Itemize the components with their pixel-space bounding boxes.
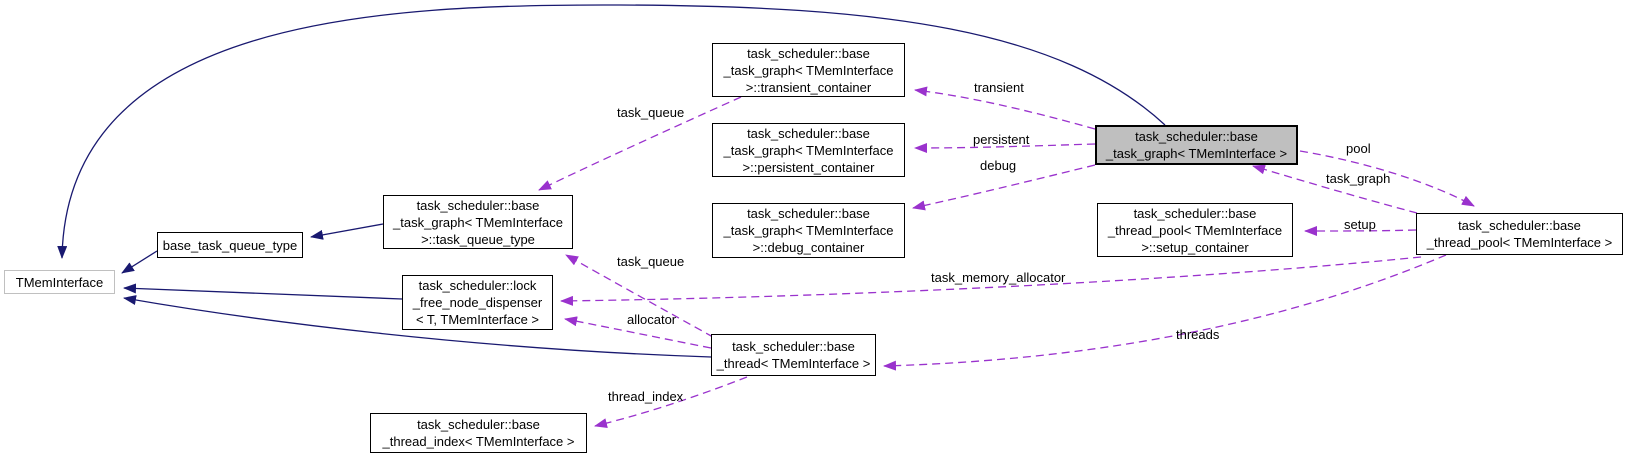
node-label: _task_graph< TMemInterface (723, 62, 894, 78)
edge-inherit-base-task-queue-type-tmeminterface (121, 250, 158, 274)
edge-label-task-queue-bottom: task_queue (617, 254, 685, 269)
edge-label-debug: debug (980, 158, 1017, 173)
node-label: _task_graph< TMemInterface (723, 223, 894, 238)
node-label: _task_graph< TMemInterface > (1105, 146, 1288, 161)
node-label: _task_graph< TMemInterface (393, 214, 563, 230)
node-task-queue-type[interactable]: task_scheduler::base _task_graph< TMemIn… (383, 195, 573, 249)
node-tmeminterface: TMemInterface (4, 270, 115, 294)
edge-label-persistent: persistent (973, 132, 1030, 147)
node-label: >::persistent_container (742, 159, 875, 175)
node-label: < T, TMemInterface > (415, 312, 540, 327)
edge-usage-threads (883, 254, 1447, 371)
node-label: _thread_pool< TMemInterface > (1426, 235, 1613, 250)
edge-label-pool: pool (1346, 141, 1371, 156)
edge-usage-persistent (914, 142, 1096, 153)
node-lock-free-node-dispenser[interactable]: task_scheduler::lock _free_node_dispense… (402, 275, 553, 330)
edge-label-setup: setup (1344, 217, 1376, 232)
node-label: _free_node_dispenser (412, 295, 543, 310)
node-label: task_scheduler::lock (418, 278, 537, 293)
edge-label-task-queue-top: task_queue (617, 105, 685, 120)
node-label: _thread< TMemInterface > (716, 356, 871, 371)
edge-usage-thread-index (594, 376, 748, 428)
node-label: task_scheduler::base (1458, 218, 1581, 233)
edge-usage-allocator (564, 316, 712, 349)
edge-usage-transient (914, 86, 1096, 130)
node-base-thread-index[interactable]: task_scheduler::base _thread_index< TMem… (370, 413, 587, 453)
edge-usage-task-memory-allocator (560, 256, 1422, 306)
edge-usage-debug (912, 164, 1096, 211)
node-task-graph-current: task_scheduler::base _task_graph< TMemIn… (1095, 125, 1298, 165)
node-label: _task_graph< TMemInterface (723, 142, 894, 158)
node-persistent-container[interactable]: task_scheduler::base _task_graph< TMemIn… (712, 123, 905, 177)
node-setup-container[interactable]: task_scheduler::base _thread_pool< TMemI… (1097, 203, 1293, 257)
edge-usage-task-queue-bottom (565, 254, 714, 338)
edge-label-task-memory-allocator: task_memory_allocator (931, 270, 1066, 285)
node-debug-container[interactable]: task_scheduler::base _task_graph< TMemIn… (712, 203, 905, 258)
node-label: _thread_pool< TMemInterface (1107, 222, 1283, 238)
edge-label-allocator: allocator (627, 312, 677, 327)
node-label: >::transient_container (745, 79, 872, 95)
node-base-task-queue-type[interactable]: base_task_queue_type (157, 232, 303, 258)
edge-inherit-task-queue-type-base-task-queue-type (310, 223, 384, 240)
node-base-thread-pool[interactable]: task_scheduler::base _thread_pool< TMemI… (1416, 213, 1623, 255)
node-label: task_scheduler::base (747, 45, 870, 61)
edge-inherit-lock-free-tmeminterface (123, 283, 403, 300)
node-base-thread[interactable]: task_scheduler::base _thread< TMemInterf… (711, 334, 876, 376)
edge-usage-pool (1299, 150, 1475, 207)
edge-inherit-task-graph-tmeminterface (57, 4, 1166, 259)
node-label: >::setup_container (1141, 239, 1249, 255)
edge-inherit-base-thread-tmeminterface (123, 295, 712, 358)
edge-label-task-graph: task_graph (1326, 171, 1391, 186)
edge-label-thread-index: thread_index (608, 389, 684, 404)
node-label: task_scheduler::base (747, 206, 870, 221)
edge-label-transient: transient (974, 80, 1024, 95)
node-label: task_scheduler::base (732, 339, 855, 354)
node-label: _thread_index< TMemInterface > (382, 434, 575, 449)
node-label: >::task_queue_type (421, 231, 535, 247)
node-label: TMemInterface (15, 274, 104, 290)
edge-label-threads: threads (1176, 327, 1220, 342)
node-label: task_scheduler::base (1135, 129, 1258, 144)
node-label: task_scheduler::base (1133, 205, 1257, 221)
node-label: >::debug_container (752, 240, 865, 255)
edge-usage-setup (1304, 225, 1417, 236)
node-transient-container[interactable]: task_scheduler::base _task_graph< TMemIn… (712, 43, 905, 97)
node-label: task_scheduler::base (747, 125, 870, 141)
node-label: task_scheduler::base (416, 197, 540, 213)
node-label: base_task_queue_type (162, 237, 298, 253)
edge-usage-task-queue-top (538, 96, 742, 191)
node-label: task_scheduler::base (417, 417, 540, 432)
